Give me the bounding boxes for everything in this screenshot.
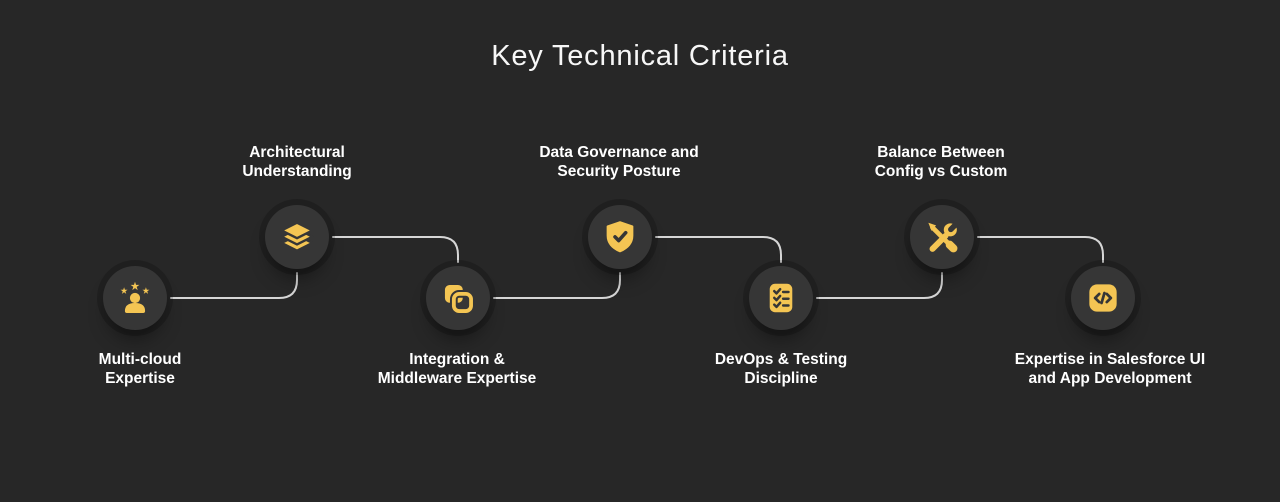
label-line: Integration & — [409, 351, 505, 368]
node-label-devops: DevOps & Testing Discipline — [651, 350, 911, 388]
connector-1 — [170, 272, 298, 299]
node-circle-devops — [749, 266, 813, 330]
node-circle-integration — [426, 266, 490, 330]
node-circle-governance — [588, 205, 652, 269]
layers-icon — [280, 221, 314, 252]
label-line: Balance Between — [877, 144, 1005, 161]
node-label-config-custom: Balance Between Config vs Custom — [811, 143, 1071, 181]
node-circle-salesforce-ui — [1071, 266, 1135, 330]
connector-6 — [977, 236, 1104, 263]
connector-4 — [655, 236, 782, 263]
node-label-multi-cloud: Multi-cloud Expertise — [10, 350, 270, 388]
label-line: Expertise — [105, 370, 175, 387]
connector-3 — [493, 272, 621, 299]
label-line: Understanding — [242, 163, 352, 180]
page-title: Key Technical Criteria — [491, 40, 789, 72]
node-circle-architectural — [265, 205, 329, 269]
code-icon — [1089, 284, 1117, 312]
label-line: DevOps & Testing — [714, 351, 848, 368]
overlapping-squares-icon — [444, 284, 475, 315]
label-line: Architectural — [249, 144, 345, 161]
person-stars-icon — [120, 281, 150, 313]
connector-2 — [332, 236, 459, 263]
checklist-icon — [769, 283, 793, 313]
shield-check-icon — [606, 221, 634, 253]
label-line: Security Posture — [557, 163, 681, 180]
connector-5 — [816, 272, 943, 299]
node-label-integration: Integration & Middleware Expertise — [327, 350, 587, 388]
label-line: Config vs Custom — [874, 163, 1008, 180]
tools-icon — [928, 219, 961, 253]
node-label-governance: Data Governance and Security Posture — [489, 143, 749, 181]
node-circle-config-custom — [910, 205, 974, 269]
node-label-salesforce-ui: Expertise in Salesforce UI and App Devel… — [980, 350, 1240, 388]
label-line: Middleware Expertise — [377, 370, 537, 387]
label-line: Multi-cloud — [98, 351, 182, 368]
label-line: Expertise in Salesforce UI — [1014, 351, 1206, 368]
label-line: and App Development — [1028, 370, 1192, 387]
node-label-architectural: Architectural Understanding — [167, 143, 427, 181]
node-circle-multi-cloud — [103, 266, 167, 330]
label-line: Discipline — [744, 370, 818, 387]
label-line: Data Governance and — [539, 144, 699, 161]
